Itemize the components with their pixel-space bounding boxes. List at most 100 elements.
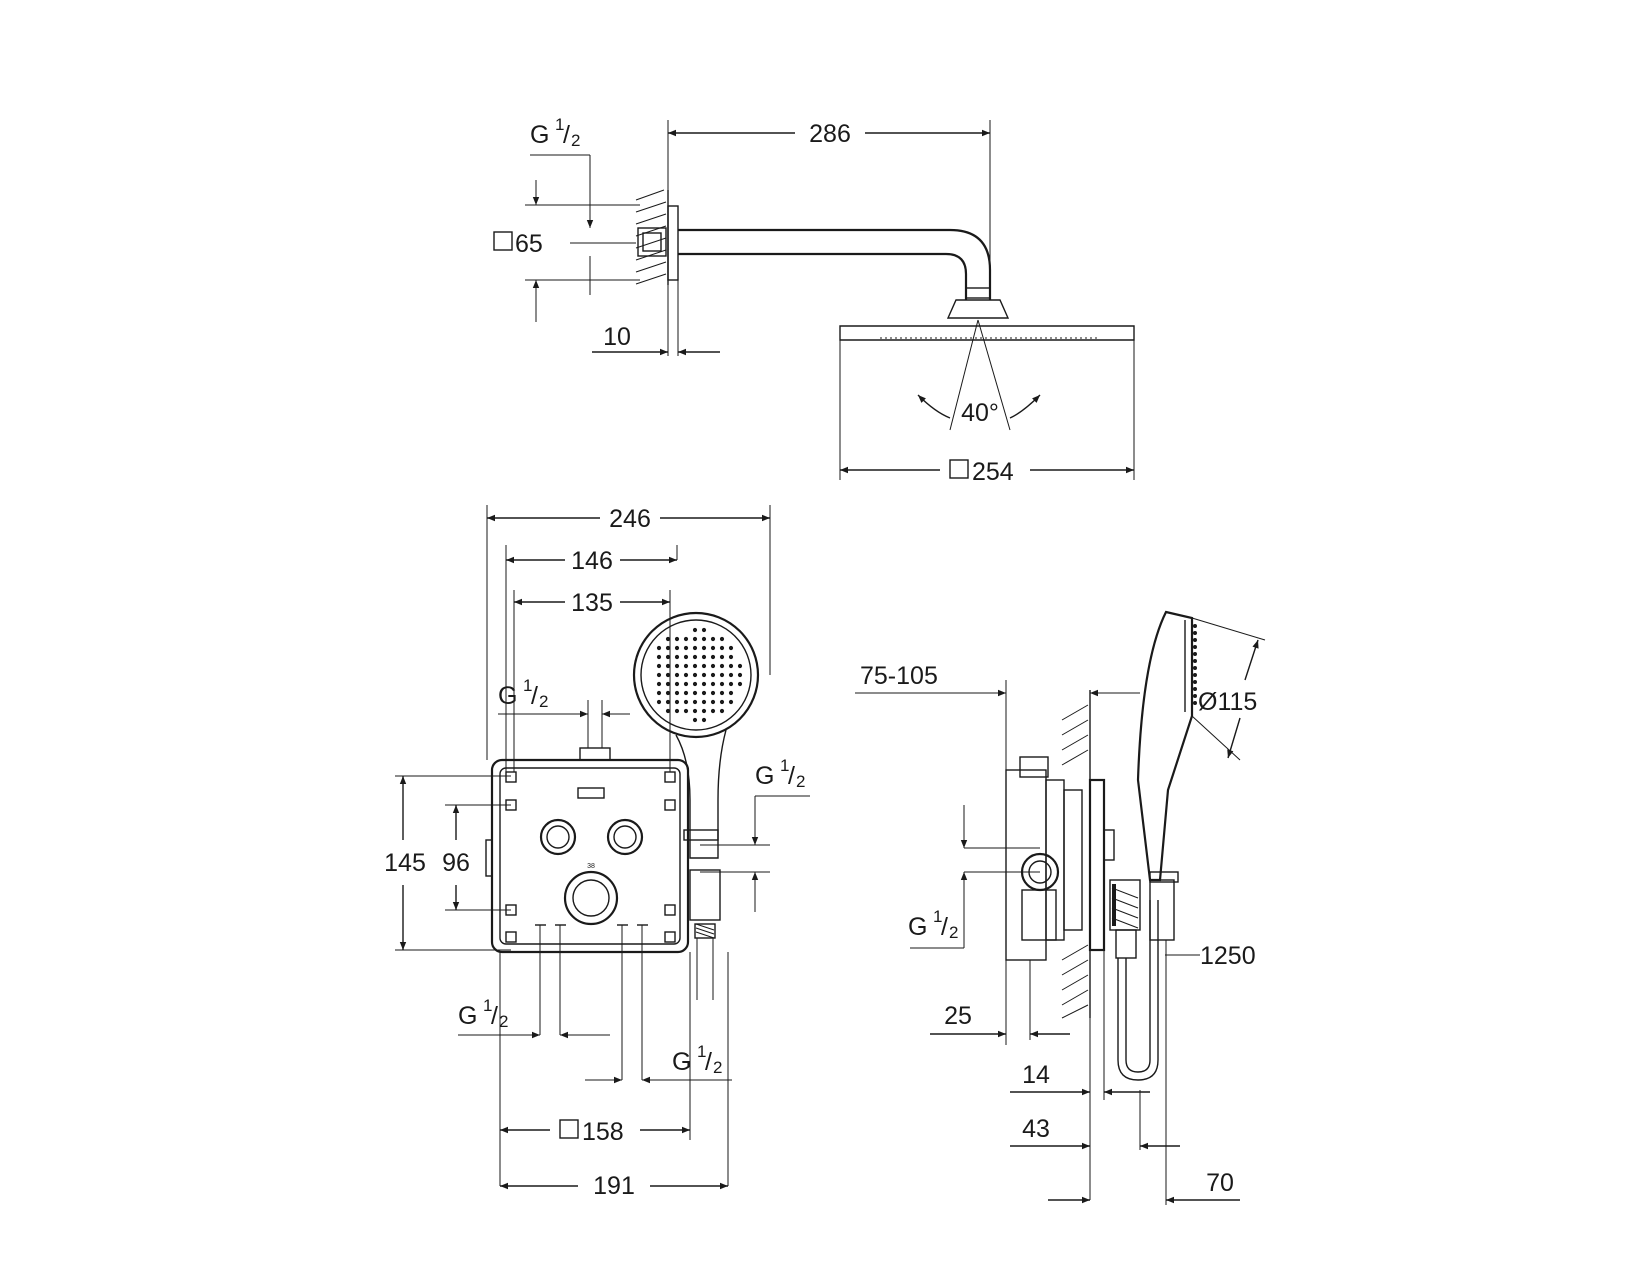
nozzle-dot — [719, 645, 725, 651]
dim-plate-square: 158 — [559, 1118, 624, 1146]
nozzle-dot — [1193, 638, 1197, 642]
nozzle-dot — [674, 645, 680, 651]
nozzle-dot — [674, 681, 680, 687]
nozzle-dot — [1193, 666, 1197, 670]
nozzle-dot — [710, 672, 716, 678]
hand-shower-side — [1136, 610, 1194, 883]
thread-label-top: G 1 / 2 — [530, 115, 580, 150]
nozzle-dot — [701, 645, 707, 651]
dim-flange-square: 65 — [493, 230, 543, 258]
nozzle-dot — [1193, 624, 1197, 628]
svg-text:/: / — [788, 762, 795, 790]
nozzle-dot — [1193, 645, 1197, 649]
nozzle-dots-side — [1193, 624, 1197, 705]
svg-text:2: 2 — [539, 692, 548, 711]
dim-plate-projection: 43 — [1022, 1115, 1050, 1143]
nozzle-dot — [719, 663, 725, 669]
nozzle-dot — [710, 681, 716, 687]
svg-text:2: 2 — [796, 772, 805, 791]
nozzle-dot — [692, 627, 698, 633]
nozzle-dot — [656, 699, 662, 705]
svg-text:254: 254 — [972, 458, 1014, 486]
nozzle-dot — [674, 654, 680, 660]
wall-flange — [667, 205, 679, 281]
nozzle-dot — [656, 663, 662, 669]
nozzle-dot — [683, 690, 689, 696]
brand-logo — [577, 787, 605, 799]
nozzle-dot — [656, 654, 662, 660]
nozzle-dot — [683, 681, 689, 687]
nozzle-dots-front — [656, 627, 743, 723]
nozzle-dot — [683, 636, 689, 642]
nozzle-dot — [1193, 680, 1197, 684]
nozzle-dot — [683, 654, 689, 660]
nozzle-dot — [728, 699, 734, 705]
dim-inner-width: 135 — [571, 589, 613, 617]
nozzle-dot — [665, 636, 671, 642]
holder-side — [1149, 879, 1175, 941]
dim-holder-projection: 70 — [1206, 1169, 1234, 1197]
svg-text:G: G — [530, 121, 549, 149]
nozzle-dot — [701, 699, 707, 705]
nozzle-dot — [710, 663, 716, 669]
svg-text:/: / — [705, 1048, 712, 1076]
svg-text:/: / — [531, 682, 538, 710]
nozzle-dot — [1193, 652, 1197, 656]
nozzle-dot — [719, 699, 725, 705]
nozzle-dot — [728, 663, 734, 669]
nozzle-dot — [656, 681, 662, 687]
nozzle-dot — [701, 681, 707, 687]
nozzle-dot — [692, 645, 698, 651]
dim-button-spacing: 96 — [442, 849, 470, 877]
nozzle-dot — [674, 699, 680, 705]
svg-text:1: 1 — [555, 115, 564, 134]
nozzle-dot — [701, 654, 707, 660]
nozzle-dot — [701, 636, 707, 642]
dim-cover-offset: 25 — [944, 1002, 972, 1030]
thermostat-knob — [563, 870, 619, 926]
nozzle-dot — [692, 699, 698, 705]
nozzle-dot — [674, 663, 680, 669]
push-button-right — [606, 818, 644, 856]
nozzle-dot — [737, 681, 743, 687]
nozzle-dot — [710, 699, 716, 705]
svg-text:2: 2 — [713, 1058, 722, 1077]
bottom-inlets — [535, 924, 648, 1080]
nozzle-dot — [701, 717, 707, 723]
nozzle-dot — [737, 663, 743, 669]
svg-text:65: 65 — [515, 230, 543, 258]
nozzle-dot — [692, 663, 698, 669]
shower-hose — [1117, 900, 1159, 1081]
dim-outlet-width: 146 — [571, 547, 613, 575]
nozzle-dot — [728, 690, 734, 696]
dim-arm-projection: 286 — [809, 120, 851, 148]
front-view: 38 — [384, 505, 810, 1200]
nozzle-dot — [737, 672, 743, 678]
svg-text:1: 1 — [697, 1042, 706, 1061]
nozzle-dot — [692, 717, 698, 723]
valve-body — [1005, 769, 1047, 961]
nozzle-dot — [692, 672, 698, 678]
svg-text:38: 38 — [587, 863, 595, 870]
svg-text:158: 158 — [582, 1118, 624, 1146]
dim-hose-length: 1250 — [1200, 942, 1256, 970]
svg-text:2: 2 — [949, 923, 958, 942]
wall-hatch-side — [1061, 704, 1089, 1019]
nozzle-dot — [1193, 687, 1197, 691]
nozzle-dot — [674, 708, 680, 714]
svg-text:G: G — [498, 682, 517, 710]
hand-shower-front — [632, 611, 760, 1000]
nozzle-dot — [1193, 659, 1197, 663]
nozzle-dot — [665, 690, 671, 696]
side-view: 75-105 Ø115 G 1 / 2 1250 25 14 — [855, 610, 1266, 1205]
thread-label-right: G 1 / 2 — [755, 756, 805, 791]
svg-text:2: 2 — [571, 131, 580, 150]
dim-overall-width: 246 — [609, 505, 651, 533]
nozzle-dot — [674, 636, 680, 642]
nozzle-dot — [1193, 673, 1197, 677]
dim-body-height: 145 — [384, 849, 426, 877]
nozzle-dot — [683, 645, 689, 651]
nozzle-dot — [683, 672, 689, 678]
svg-text:2: 2 — [499, 1012, 508, 1031]
nozzle-dot — [719, 681, 725, 687]
